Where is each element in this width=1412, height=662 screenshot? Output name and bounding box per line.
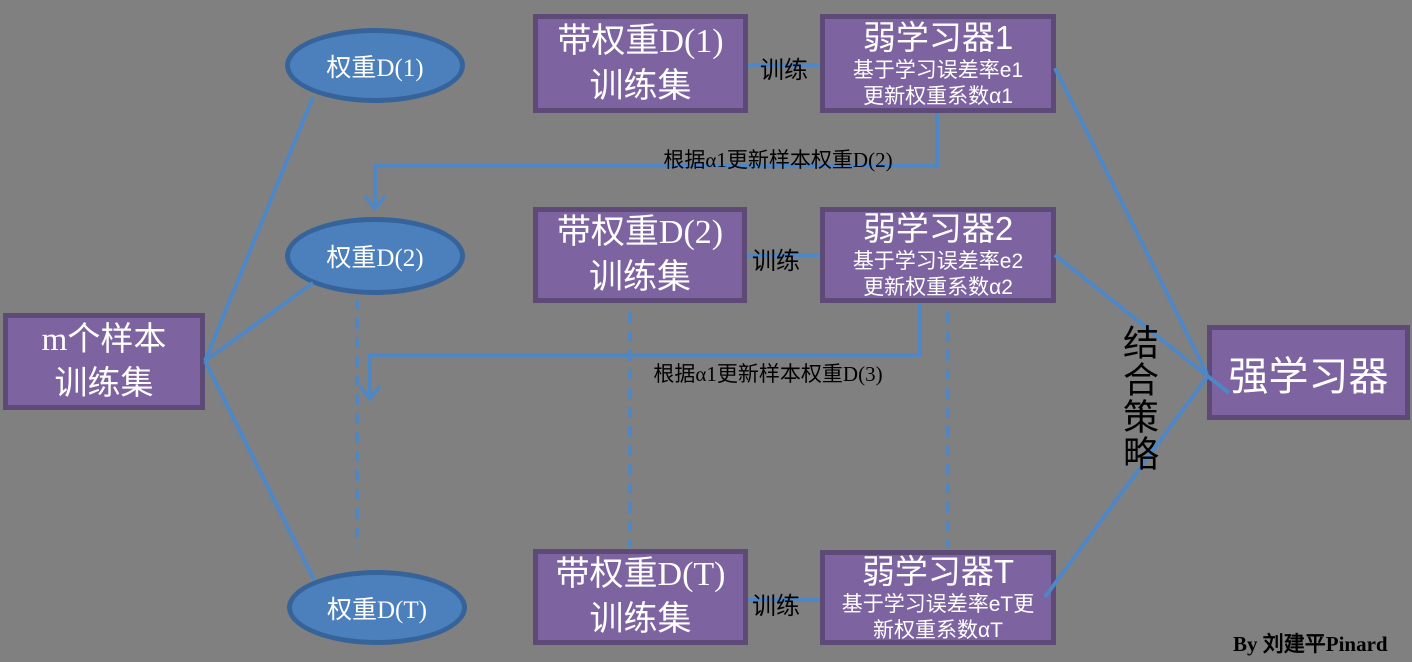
credit-text: By 刘建平Pinard [1233, 632, 1388, 656]
combine-strategy-label: 结合策略 [1118, 324, 1158, 472]
train-label-1: 训练 [760, 58, 808, 84]
node-weak-learner-t: 弱学习器T 基于学习误差率eT更 新权重系数αT [820, 550, 1056, 645]
arrowhead-d2 [363, 194, 387, 212]
node-weighted-set-1: 带权重D(1) 训练集 [533, 14, 748, 113]
update-d3-label: 根据α1更新样本权重D(3) [653, 362, 883, 386]
arrowhead-d3 [358, 384, 382, 402]
weak-learner-2-sub1: 基于学习误差率e2 [852, 250, 1024, 273]
weighted-set-t-line2: 训练集 [589, 601, 692, 638]
weighted-set-2-line2: 训练集 [589, 259, 691, 296]
training-set-line1: m个样本 [41, 321, 167, 358]
weighted-set-1-line1: 带权重D(1) [557, 22, 724, 60]
node-weight-d1: 权重D(1) [285, 28, 465, 103]
weight-d2-label: 权重D(2) [326, 245, 424, 272]
weak-learner-t-sub2: 新权重系数αT [873, 618, 1003, 642]
train-label-2: 训练 [752, 249, 800, 275]
node-strong-learner: 强学习器 [1207, 325, 1410, 420]
weak-learner-1-title: 弱学习器1 [862, 18, 1014, 56]
edge-source-to-weightT [203, 360, 316, 581]
node-weight-d2: 权重D(2) [285, 217, 465, 295]
weak-learner-1-sub2: 更新权重系数α1 [863, 84, 1013, 108]
node-weighted-set-t: 带权重D(T) 训练集 [533, 549, 748, 645]
weighted-set-t-line1: 带权重D(T) [555, 556, 726, 593]
train-label-3: 训练 [752, 594, 800, 620]
weak-learner-t-title: 弱学习器T [861, 552, 1015, 590]
weighted-set-2-line1: 带权重D(2) [556, 214, 724, 251]
weak-learner-1-sub1: 基于学习误差率e1 [852, 58, 1024, 82]
weak-learner-2-title: 弱学习器2 [862, 210, 1014, 247]
node-weak-learner-2: 弱学习器2 基于学习误差率e2 更新权重系数α2 [820, 207, 1056, 303]
weak-learner-2-sub2: 更新权重系数α2 [863, 276, 1013, 299]
strong-learner-label: 强学习器 [1228, 353, 1389, 399]
update-d2-label: 根据α1更新样本权重D(2) [663, 148, 893, 172]
node-weight-dt: 权重D(T) [287, 570, 467, 645]
edge-source-to-weight2 [203, 281, 315, 363]
weighted-set-1-line2: 训练集 [589, 67, 692, 105]
edge-source-to-weight1 [203, 96, 315, 362]
node-training-set: m个样本 训练集 [3, 313, 205, 410]
weight-dt-label: 权重D(T) [327, 596, 427, 624]
weak-learner-t-sub1: 基于学习误差率eT更 [841, 592, 1035, 616]
node-weak-learner-1: 弱学习器1 基于学习误差率e1 更新权重系数α1 [820, 14, 1056, 113]
node-weighted-set-2: 带权重D(2) 训练集 [533, 207, 747, 303]
training-set-line2: 训练集 [54, 365, 154, 402]
weight-d1-label: 权重D(1) [326, 54, 424, 82]
